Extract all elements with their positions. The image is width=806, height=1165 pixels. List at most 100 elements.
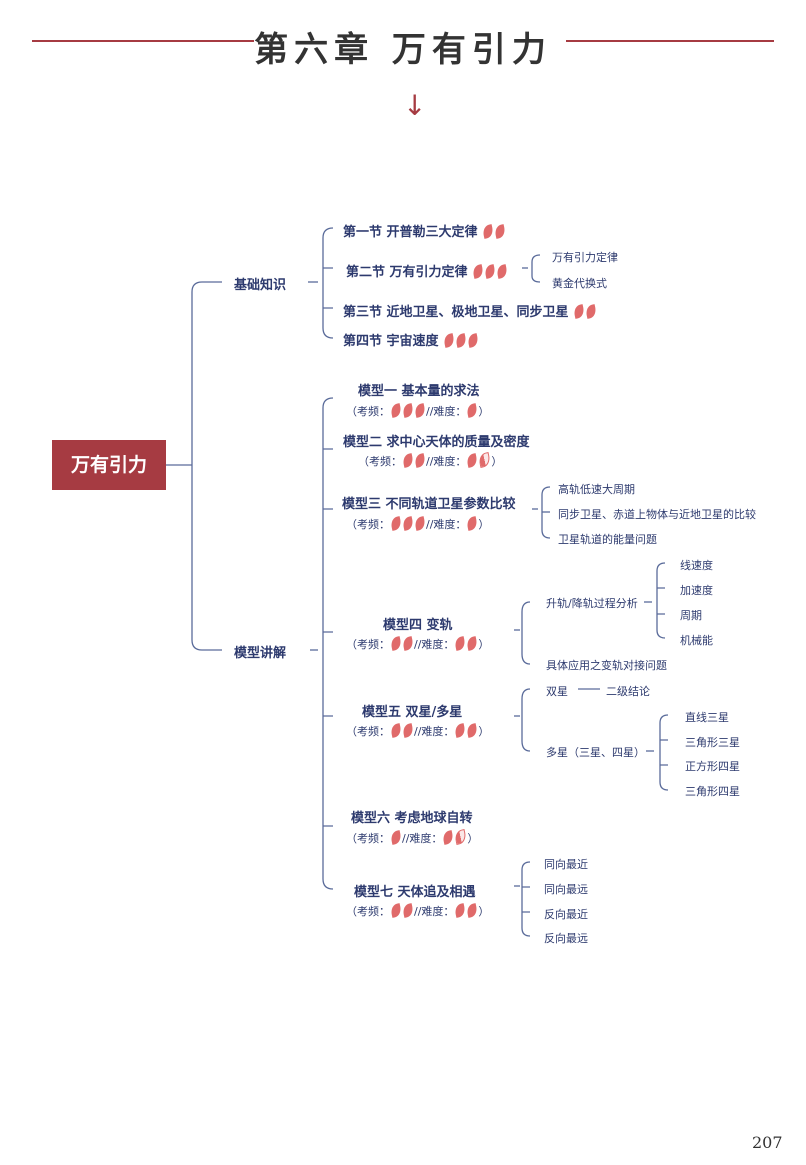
leaf-rating [389,403,427,418]
leaf-rating [442,333,480,349]
leaf-icon [442,333,456,348]
leaf-rating [389,636,415,651]
leaf-icon [454,636,467,651]
leaf-node: 线速度 [680,559,713,572]
basics-item: 第二节 万有引力定律 [346,261,509,280]
model-rating-line: （考频：//难度：） [346,829,478,846]
title-rule-right [566,40,774,42]
leaf-rating [471,264,509,280]
model-title: 模型七 天体追及相遇 [354,885,476,900]
leaf-icon [454,723,467,738]
title-rule-left [32,40,254,42]
leaf-icon [466,903,479,918]
leaf-rating [466,452,492,468]
leaf-rating [454,636,479,651]
branch-basics: 基础知识 [234,278,287,293]
leaf-icon [466,403,479,418]
leaf-rating [389,516,427,531]
leaf-node: 三角形四星 [685,785,740,798]
leaf-node: 加速度 [680,584,713,597]
model-rating-line: （考频：//难度：） [346,636,490,651]
leaf-icon [389,903,403,918]
leaf-icon [401,453,415,468]
leaf-icon [389,403,403,418]
leaf-icon [413,403,427,418]
leaf-node: 三角形三星 [685,736,740,749]
leaf-rating [466,403,479,418]
leaf-node: 正方形四星 [685,760,740,773]
model-title: 模型五 双星/多星 [362,705,463,720]
model-rating-line: （考频：//难度：） [346,723,490,738]
leaf-rating [389,830,403,845]
leaf-icon [389,723,403,738]
leaf-rating [401,453,427,468]
leaf-node: 同向最近 [544,858,588,871]
leaf-icon [401,516,415,531]
leaf-node: 万有引力定律 [552,251,618,264]
basics-item: 第三节 近地卫星、极地卫星、同步卫星 [343,301,598,320]
leaf-icon [389,516,403,531]
leaf-rating [442,829,468,845]
branch-models: 模型讲解 [234,646,287,661]
model-rating-line: （考频：//难度：） [346,403,490,418]
leaf-icon [483,264,497,279]
basics-item: 第一节 开普勒三大定律 [343,221,507,240]
model-title: 模型二 求中心天体的质量及密度 [343,435,530,450]
leaf-node: 直线三星 [685,711,729,724]
leaf-icon [466,333,480,348]
leaf-node: 反向最远 [544,932,588,945]
leaf-icon [466,516,479,531]
leaf-node: 黄金代换式 [552,277,607,290]
leaf-icon [413,516,427,531]
down-arrow-icon: ↓ [403,89,427,122]
basics-item: 第四节 宇宙速度 [343,330,480,349]
sub-node: 升轨/降轨过程分析 [546,597,638,610]
leaf-icon [389,636,403,651]
leaf-icon [495,264,509,279]
leaf-icon [389,830,403,845]
leaf-node: 卫星轨道的能量问题 [558,533,657,546]
leaf-icon [471,264,485,279]
leaf-rating [454,903,479,918]
page-number: 207 [752,1133,783,1152]
leaf-node: 二级结论 [606,685,650,698]
leaf-node: 同步卫星、赤道上物体与近地卫星的比较 [558,508,756,521]
leaf-icon [401,903,415,918]
sub-node: 双星 [546,685,568,698]
leaf-icon [572,304,586,319]
leaf-node: 反向最近 [544,908,588,921]
model-title: 模型三 不同轨道卫星参数比较 [342,497,516,512]
leaf-icon [401,403,415,418]
leaf-icon [442,830,455,845]
leaf-node: 同向最远 [544,883,588,896]
leaf-rating [466,516,479,531]
leaf-node: 高轨低速大周期 [558,483,635,496]
model-title: 模型一 基本量的求法 [358,384,480,399]
leaf-icon [466,453,479,468]
leaf-icon [401,636,415,651]
leaf-node: 周期 [680,609,702,622]
model-rating-line: （考频：//难度：） [346,516,490,531]
model-rating-line: （考频：//难度：） [358,452,502,469]
leaf-icon [454,903,467,918]
leaf-node: 机械能 [680,634,713,647]
leaf-rating [454,723,479,738]
model-title: 模型四 变轨 [383,618,453,633]
leaf-icon [584,304,598,319]
sub-node: 多星（三星、四星） [546,746,645,759]
leaf-icon [466,723,479,738]
leaf-rating [389,723,415,738]
half-leaf-icon [454,829,468,845]
leaf-icon [413,453,427,468]
root-node: 万有引力 [52,440,166,490]
model-title: 模型六 考虑地球自转 [351,811,473,826]
leaf-icon [401,723,415,738]
chapter-title: 第六章 万有引力 [254,30,552,70]
leaf-rating [572,304,598,320]
leaf-rating [481,224,507,240]
leaf-icon [481,224,495,239]
leaf-icon [454,333,468,348]
leaf-rating [389,903,415,918]
sub-node: 具体应用之变轨对接问题 [546,659,667,672]
